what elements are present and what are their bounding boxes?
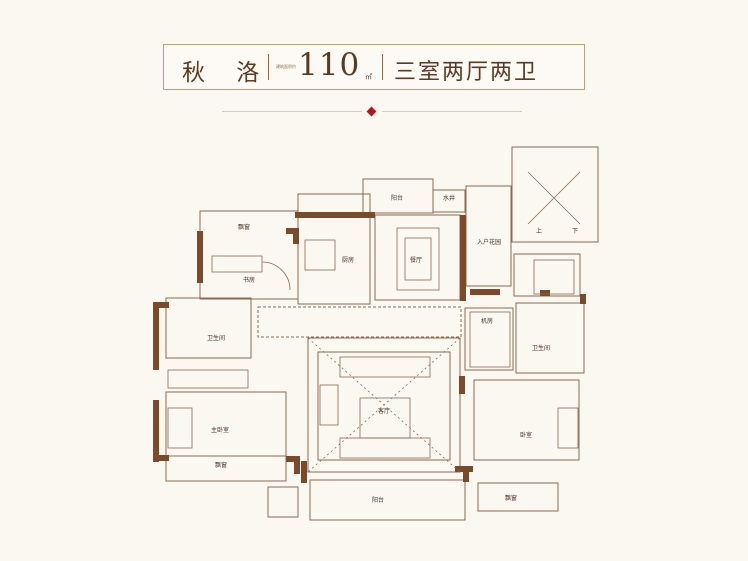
label-bay-window-bottom-left: 飘窗 [215, 461, 227, 469]
plan-walls [153, 212, 586, 483]
label-dining: 餐厅 [410, 256, 422, 264]
label-mechanical-room: 机房 [481, 317, 493, 325]
area-label: 建筑面积约 [276, 64, 296, 69]
furniture [167, 171, 581, 473]
project-name: 秋 洛 [182, 60, 272, 86]
area-value: 110 [298, 47, 361, 83]
area-unit: ㎡ [365, 73, 372, 81]
label-bay-window-top: 飘窗 [238, 223, 250, 231]
label-bay-window-bottom-right: 飘窗 [505, 494, 517, 502]
label-entry-garden: 入户花园 [477, 238, 501, 246]
room-labels: 飘窗 书房 卫生间 主卧室 飘窗 厨房 阳台 水井 餐厅 入户花园 上 下 机房… [207, 194, 578, 504]
title-divider [268, 54, 269, 80]
label-stairs-up: 上 [536, 227, 542, 235]
layout-type: 三室两厅两卫 [394, 60, 539, 85]
decorative-line [382, 111, 522, 112]
label-stairs-down: 下 [572, 228, 578, 235]
label-bedroom: 卧室 [520, 431, 532, 439]
label-study: 书房 [243, 276, 255, 284]
title-banner: 秋 洛 建筑面积约 110 ㎡ 三室两厅两卫 [163, 44, 585, 90]
label-water-well: 水井 [443, 194, 455, 202]
label-balcony-bottom: 阳台 [372, 496, 384, 504]
label-balcony-top: 阳台 [391, 194, 403, 202]
label-master-bedroom: 主卧室 [211, 426, 229, 434]
title-divider [382, 54, 383, 80]
label-bathroom-left: 卫生间 [207, 334, 225, 342]
label-living-room: 客厅 [378, 407, 390, 415]
label-bathroom-right: 卫生间 [532, 344, 550, 352]
label-kitchen: 厨房 [342, 256, 354, 264]
plan-outline [165, 146, 599, 521]
decorative-line [222, 111, 362, 112]
